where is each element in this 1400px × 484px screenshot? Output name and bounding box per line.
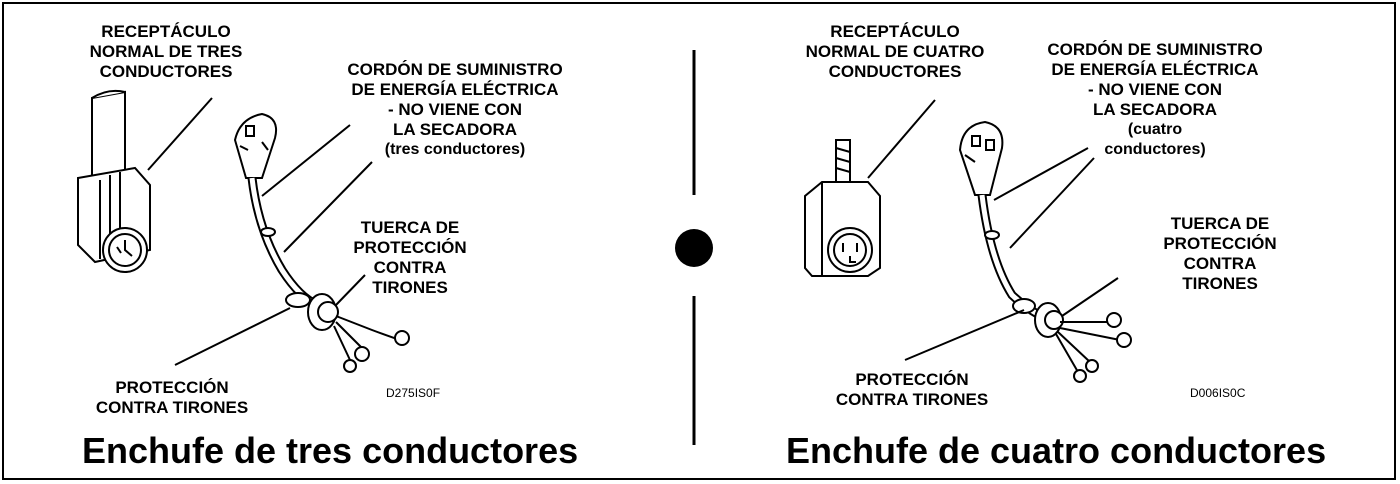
three-wire-receptacle-label: RECEPTÁCULO NORMAL DE TRES CONDUCTORES — [66, 22, 266, 82]
left-leader-lines — [147, 97, 373, 366]
three-wire-strain-label: PROTECCIÓN CONTRA TIRONES — [72, 378, 272, 418]
label-line: CONTRA TIRONES — [95, 398, 249, 417]
label-line: PROTECCIÓN — [855, 370, 969, 389]
label-line: TIRONES — [372, 278, 448, 297]
label-line: (tres conductores) — [384, 141, 526, 158]
three-wire-receptacle-illustration — [77, 89, 151, 273]
label-line: CONTRA — [373, 258, 447, 277]
three-wire-cord-label: CORDÓN DE SUMINISTRO DE ENERGÍA ELÉCTRIC… — [330, 60, 580, 160]
label-line: CONDUCTORES — [828, 62, 962, 81]
four-wire-cord-illustration — [958, 120, 1132, 383]
label-line: conductores) — [1104, 141, 1206, 158]
center-divider — [675, 50, 713, 445]
three-wire-cord-illustration — [233, 112, 410, 373]
label-line: TIRONES — [1182, 274, 1258, 293]
right-leader-lines — [867, 99, 1119, 361]
label-line: CONDUCTORES — [99, 62, 233, 81]
label-line: LA SECADORA — [1092, 100, 1218, 119]
three-wire-title: Enchufe de tres conductores — [82, 430, 579, 471]
four-wire-figure-code: D006IS0C — [1190, 386, 1246, 400]
label-line: TUERCA DE — [360, 218, 460, 237]
label-line: CORDÓN DE SUMINISTRO — [1047, 40, 1263, 59]
label-line: - NO VIENE CON — [387, 100, 523, 119]
label-line: PROTECCIÓN — [1163, 234, 1277, 253]
label-line: CONTRA TIRONES — [835, 390, 989, 409]
four-wire-receptacle-label: RECEPTÁCULO NORMAL DE CUATRO CONDUCTORES — [790, 22, 1000, 82]
label-line: PROTECCIÓN — [353, 238, 467, 257]
label-line: NORMAL DE CUATRO — [805, 42, 985, 61]
label-line: DE ENERGÍA ELÉCTRICA — [351, 80, 559, 99]
label-line: CORDÓN DE SUMINISTRO — [347, 60, 563, 79]
three-wire-figure-code: D275IS0F — [386, 386, 441, 400]
label-line: TUERCA DE — [1170, 214, 1270, 233]
label-line: LA SECADORA — [392, 120, 518, 139]
label-line: (cuatro — [1127, 121, 1183, 138]
four-wire-cord-label: CORDÓN DE SUMINISTRO DE ENERGÍA ELÉCTRIC… — [1030, 40, 1280, 160]
three-wire-nut-label: TUERCA DE PROTECCIÓN CONTRA TIRONES — [330, 218, 490, 298]
label-line: PROTECCIÓN — [115, 378, 229, 397]
four-wire-nut-label: TUERCA DE PROTECCIÓN CONTRA TIRONES — [1140, 214, 1300, 294]
four-wire-title: Enchufe de cuatro conductores — [786, 430, 1327, 471]
label-line: - NO VIENE CON — [1087, 80, 1223, 99]
four-wire-receptacle-illustration — [804, 139, 881, 277]
label-line: CONTRA — [1183, 254, 1257, 273]
label-line: RECEPTÁCULO — [101, 22, 231, 41]
label-line: DE ENERGÍA ELÉCTRICA — [1051, 60, 1259, 79]
four-wire-strain-label: PROTECCIÓN CONTRA TIRONES — [812, 370, 1012, 410]
label-line: NORMAL DE TRES — [89, 42, 243, 61]
label-line: RECEPTÁCULO — [830, 22, 960, 41]
